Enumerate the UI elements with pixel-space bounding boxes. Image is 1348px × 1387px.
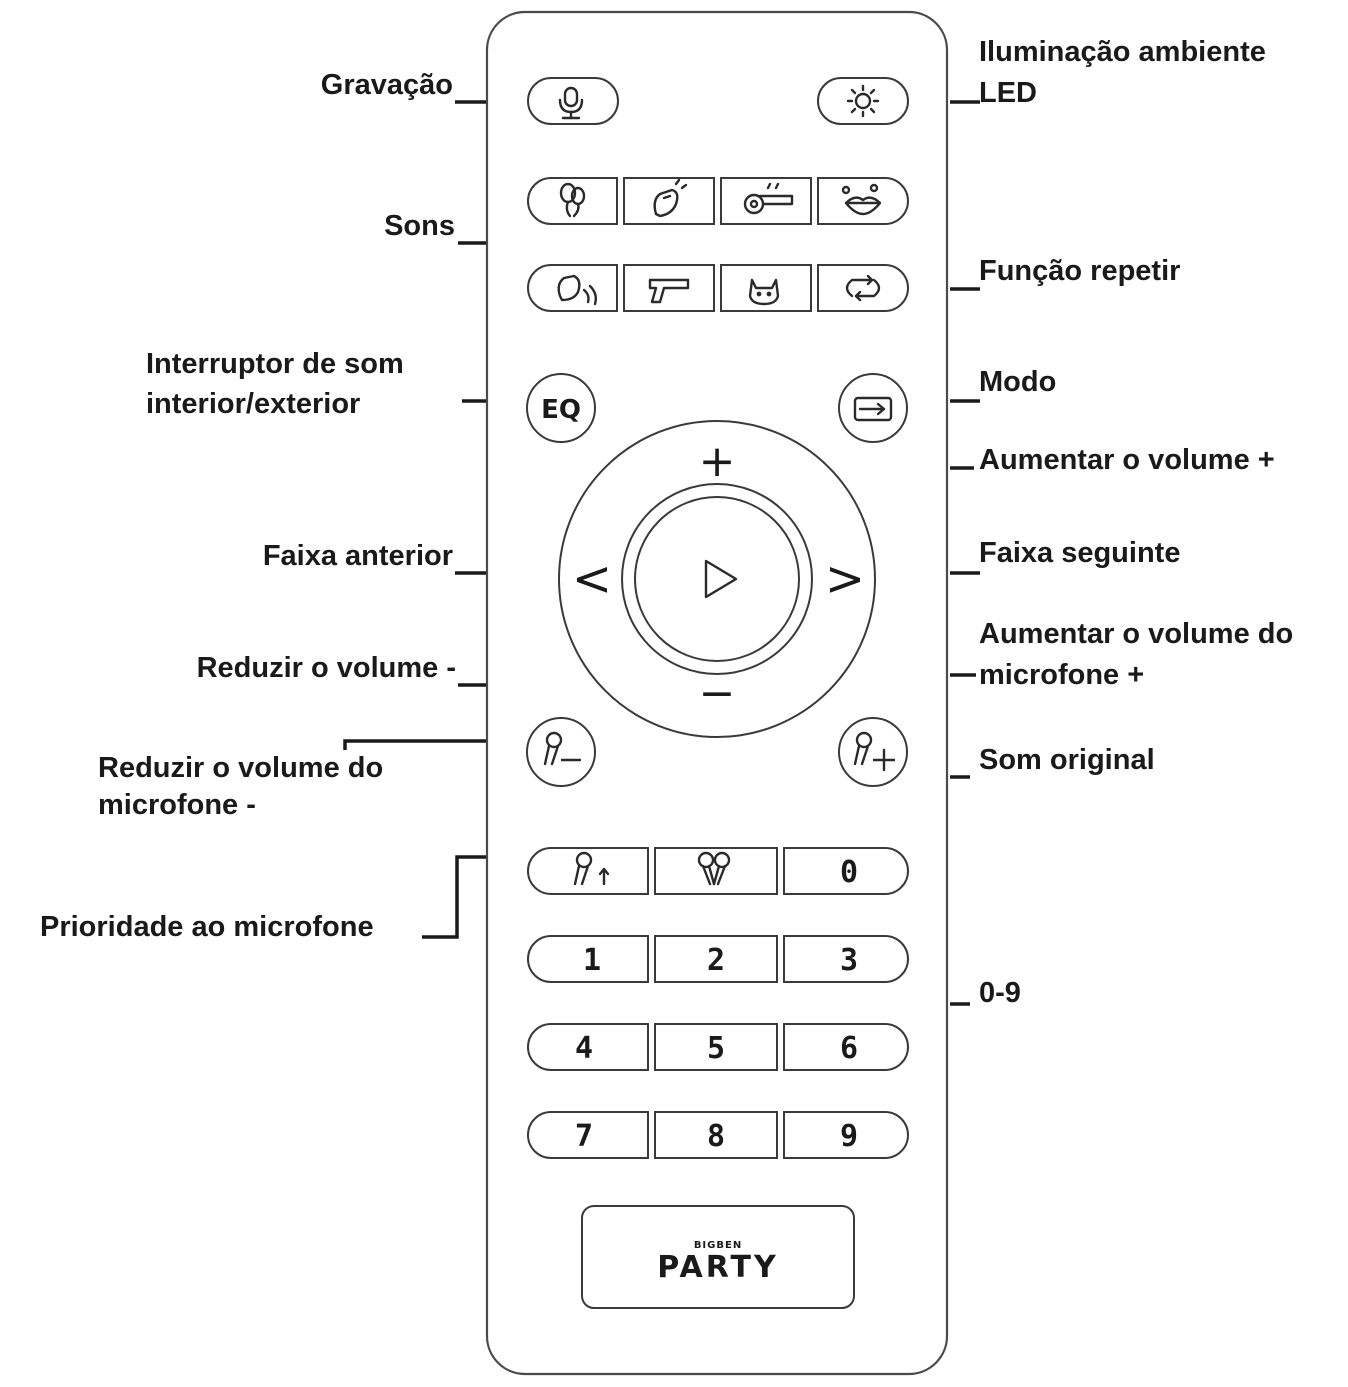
label-aumentar-mic-line-2: microfone + xyxy=(979,659,1144,691)
mic-volume-down-button[interactable] xyxy=(526,717,596,787)
navigation-pad: + − < > xyxy=(558,420,876,738)
sun-icon xyxy=(846,84,880,118)
key-6-label: 6 xyxy=(840,1031,858,1066)
sound-row-2 xyxy=(527,264,909,312)
key-2-label: 2 xyxy=(707,943,725,978)
eq-label: EQ xyxy=(541,395,581,425)
key-3[interactable] xyxy=(783,935,909,983)
brand-small-text: BIGBEN xyxy=(694,1240,742,1251)
key-9[interactable] xyxy=(783,1111,909,1159)
balloons-icon xyxy=(559,182,586,218)
key-6[interactable] xyxy=(783,1023,909,1071)
key-1-label: 1 xyxy=(583,943,601,978)
repeat-icon xyxy=(845,274,881,302)
label-aumentar-volume: Aumentar o volume + xyxy=(979,444,1275,476)
key-5-label: 5 xyxy=(707,1031,725,1066)
waving-hand-icon xyxy=(557,274,598,306)
previous-track-button[interactable]: < xyxy=(572,551,612,607)
key-4[interactable] xyxy=(527,1023,649,1071)
microphone-plus-icon xyxy=(853,731,896,772)
sound-wave-button[interactable] xyxy=(527,264,618,312)
kiss-lips-icon xyxy=(841,183,882,216)
label-gravacao: Gravação xyxy=(321,69,453,101)
function-row: 0 xyxy=(527,847,909,895)
eq-button[interactable]: EQ xyxy=(526,373,596,443)
key-3-label: 3 xyxy=(840,943,858,978)
leader-lines xyxy=(343,100,980,1006)
label-sons: Sons xyxy=(384,210,455,242)
key-8-label: 8 xyxy=(707,1119,725,1154)
repeat-button[interactable] xyxy=(817,264,909,312)
play-icon xyxy=(704,559,738,599)
key-9-label: 9 xyxy=(840,1119,858,1154)
led-light-button[interactable] xyxy=(817,77,909,125)
cat-icon xyxy=(748,278,780,306)
key-7-label: 7 xyxy=(575,1119,593,1154)
label-aumentar-mic-line-1: Aumentar o volume do xyxy=(979,618,1293,650)
brand-logo: BIGBEN PARTY xyxy=(581,1205,855,1309)
digit-row-1: 1 2 3 xyxy=(527,935,909,983)
callout-labels: Gravação Iluminação ambiente LED Sons Fu… xyxy=(40,36,1293,1009)
label-interruptor-line-2: interior/exterior xyxy=(146,388,360,420)
digit-row-2: 4 5 6 xyxy=(527,1023,909,1071)
mic-volume-up-button[interactable] xyxy=(838,717,908,787)
label-faixa-anterior: Faixa anterior xyxy=(263,540,453,572)
label-reduzir-mic-line-2: microfone - xyxy=(98,789,256,821)
label-reduzir-volume: Reduzir o volume - xyxy=(197,652,456,684)
key-0[interactable] xyxy=(783,847,909,895)
key-8[interactable] xyxy=(654,1111,778,1159)
duet-mics-button[interactable] xyxy=(654,847,778,895)
play-pause-button[interactable] xyxy=(634,496,800,662)
label-funcao-repetir: Função repetir xyxy=(979,255,1180,287)
label-faixa-seguinte: Faixa seguinte xyxy=(979,537,1180,569)
sound-row-1 xyxy=(527,177,909,225)
microphone-minus-icon xyxy=(543,731,582,766)
brand-big-text: PARTY xyxy=(657,1250,778,1285)
key-0-label: 0 xyxy=(840,855,858,890)
next-track-button[interactable]: > xyxy=(825,551,865,607)
microphone-icon xyxy=(558,86,584,120)
label-iluminacao-line-1: Iluminação ambiente xyxy=(979,36,1266,68)
whistle-icon xyxy=(743,182,794,215)
two-microphones-icon xyxy=(697,851,731,886)
volume-down-button[interactable]: − xyxy=(699,668,736,719)
input-mode-icon xyxy=(853,396,893,422)
record-button[interactable] xyxy=(527,77,619,125)
label-modo: Modo xyxy=(979,366,1056,398)
label-interruptor-line-1: Interruptor de som xyxy=(146,348,404,380)
key-2[interactable] xyxy=(654,935,778,983)
microphone-priority-icon xyxy=(573,851,610,886)
sound-whistle-button[interactable] xyxy=(720,177,812,225)
label-prioridade: Prioridade ao microfone xyxy=(40,911,374,943)
volume-up-button[interactable]: + xyxy=(699,436,736,487)
key-7[interactable] xyxy=(527,1111,649,1159)
key-4-label: 4 xyxy=(575,1031,593,1066)
label-som-original: Som original xyxy=(979,744,1155,776)
sound-applause-button[interactable] xyxy=(623,177,715,225)
digit-row-3: 7 8 9 xyxy=(527,1111,909,1159)
label-zero-nove: 0-9 xyxy=(979,977,1021,1009)
key-1[interactable] xyxy=(527,935,649,983)
mic-priority-button[interactable] xyxy=(527,847,649,895)
clapping-hands-icon xyxy=(653,178,688,218)
label-iluminacao-line-2: LED xyxy=(979,77,1037,109)
pistol-icon xyxy=(648,278,690,304)
label-reduzir-mic-line-1: Reduzir o volume do xyxy=(98,752,383,784)
mode-button[interactable] xyxy=(838,373,908,443)
key-5[interactable] xyxy=(654,1023,778,1071)
